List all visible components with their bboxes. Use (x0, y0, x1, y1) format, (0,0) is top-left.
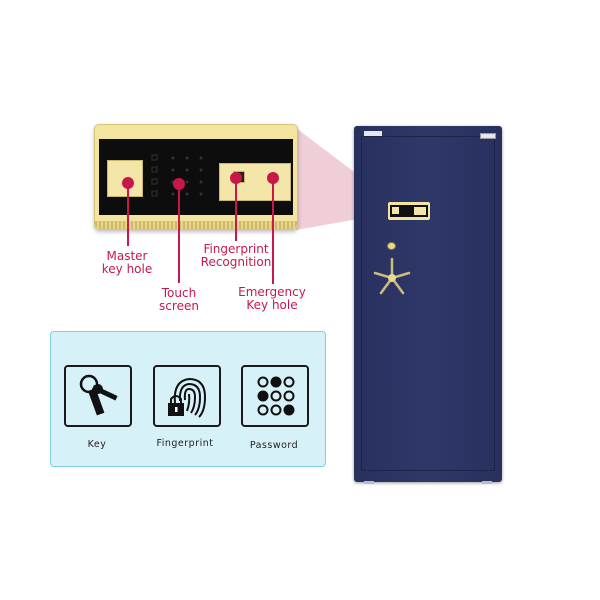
method-fingerprint-box (153, 365, 221, 427)
brand-badge-left (364, 131, 382, 136)
safe-body (354, 126, 502, 484)
keys-icon (79, 374, 118, 416)
callout-master-key-hole: Master key hole (101, 249, 153, 276)
keypad-dots-icon (257, 376, 295, 416)
method-key-box (64, 365, 132, 427)
method-password-box (241, 365, 309, 427)
callout-emergency-key-hole: Emergency Key hole (238, 285, 306, 312)
method-label-fingerprint: Fingerprint (156, 438, 214, 449)
fingerprint-lock-icon (168, 377, 207, 418)
master-key-slot (107, 160, 143, 197)
method-label-key: Key (87, 439, 107, 450)
safe-foot-right (482, 481, 492, 484)
callout-fingerprint-recognition: Fingerprint Recognition (200, 242, 272, 269)
method-label-password: Password (249, 440, 299, 451)
fingerprint-module (219, 163, 291, 201)
safe-keyhole-icon (387, 242, 396, 250)
safe-door (361, 136, 495, 471)
callout-touch-screen: Touch screen (159, 286, 199, 313)
safe-control-panel (388, 202, 430, 220)
safe-handle-icon (373, 257, 411, 295)
safe-foot-left (364, 481, 374, 484)
brand-badge-right (480, 133, 496, 139)
